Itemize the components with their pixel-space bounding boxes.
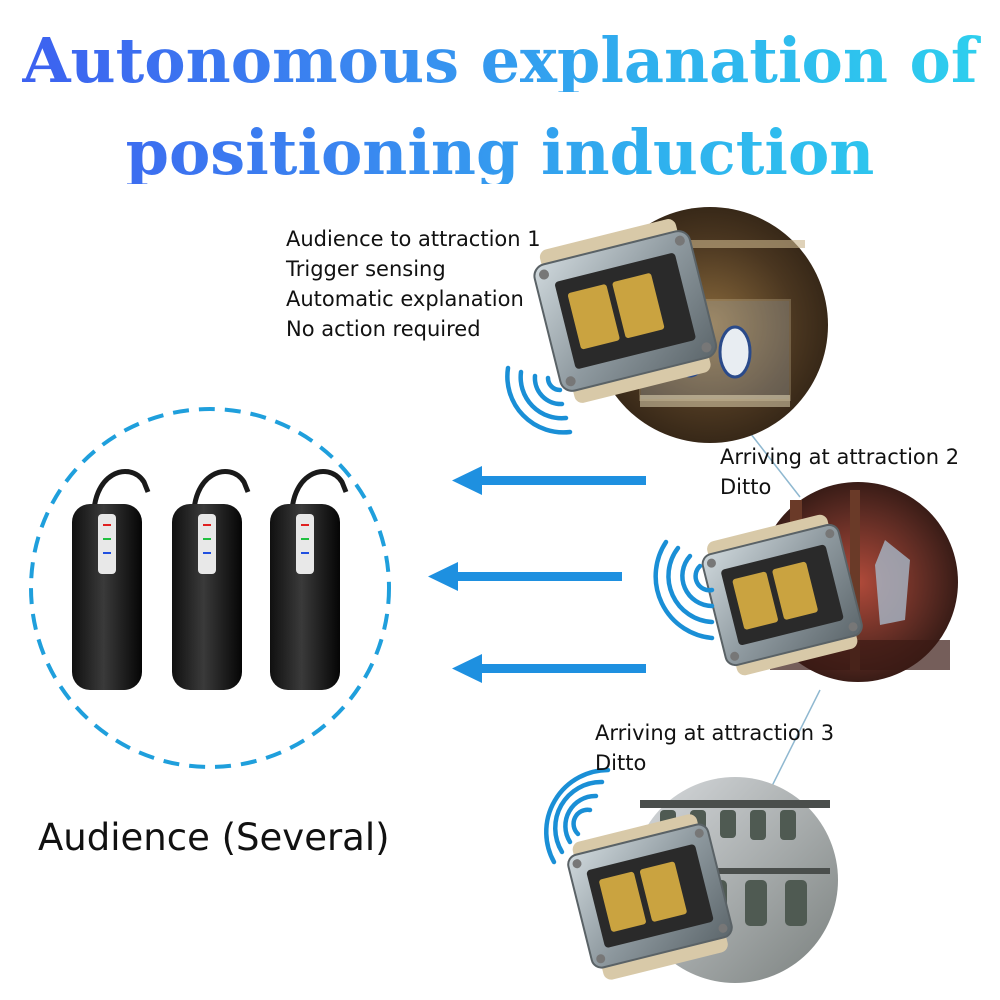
sensor-box xyxy=(533,219,718,403)
attraction-2-line: Ditto xyxy=(720,475,772,499)
sensor-box xyxy=(567,814,733,980)
audience-dashed-circle xyxy=(29,407,391,769)
audience-device xyxy=(172,469,251,690)
attraction-1-line: Automatic explanation xyxy=(286,287,524,311)
attraction-1-line: Audience to attraction 1 xyxy=(286,227,541,251)
attraction-2-description: Arriving at attraction 2 Ditto xyxy=(720,442,959,502)
attraction-1-line: No action required xyxy=(286,317,481,341)
signal-arrow xyxy=(452,654,646,683)
signal-waves-icon xyxy=(653,539,715,641)
audience-device xyxy=(72,469,151,690)
attraction-2-line: Arriving at attraction 2 xyxy=(720,445,960,469)
signal-arrow xyxy=(452,466,646,495)
audience-device xyxy=(270,469,349,690)
attraction-1-description: Audience to attraction 1 Trigger sensing… xyxy=(286,224,541,344)
attraction-1-line: Trigger sensing xyxy=(286,257,446,281)
signal-waves-icon xyxy=(505,365,573,435)
page-title-line-1: Autonomous explanation of xyxy=(0,30,1000,92)
page-title-line-2: positioning induction xyxy=(0,122,1000,184)
attraction-3-line: Arriving at attraction 3 xyxy=(595,721,835,745)
signal-waves-icon xyxy=(544,767,611,865)
audience-label: Audience (Several) xyxy=(38,816,390,859)
attraction-3-line: Ditto xyxy=(595,751,647,775)
sensor-box xyxy=(701,514,863,676)
attraction-3-description: Arriving at attraction 3 Ditto xyxy=(595,718,834,778)
signal-arrow xyxy=(428,562,622,591)
connector-line xyxy=(769,689,821,791)
